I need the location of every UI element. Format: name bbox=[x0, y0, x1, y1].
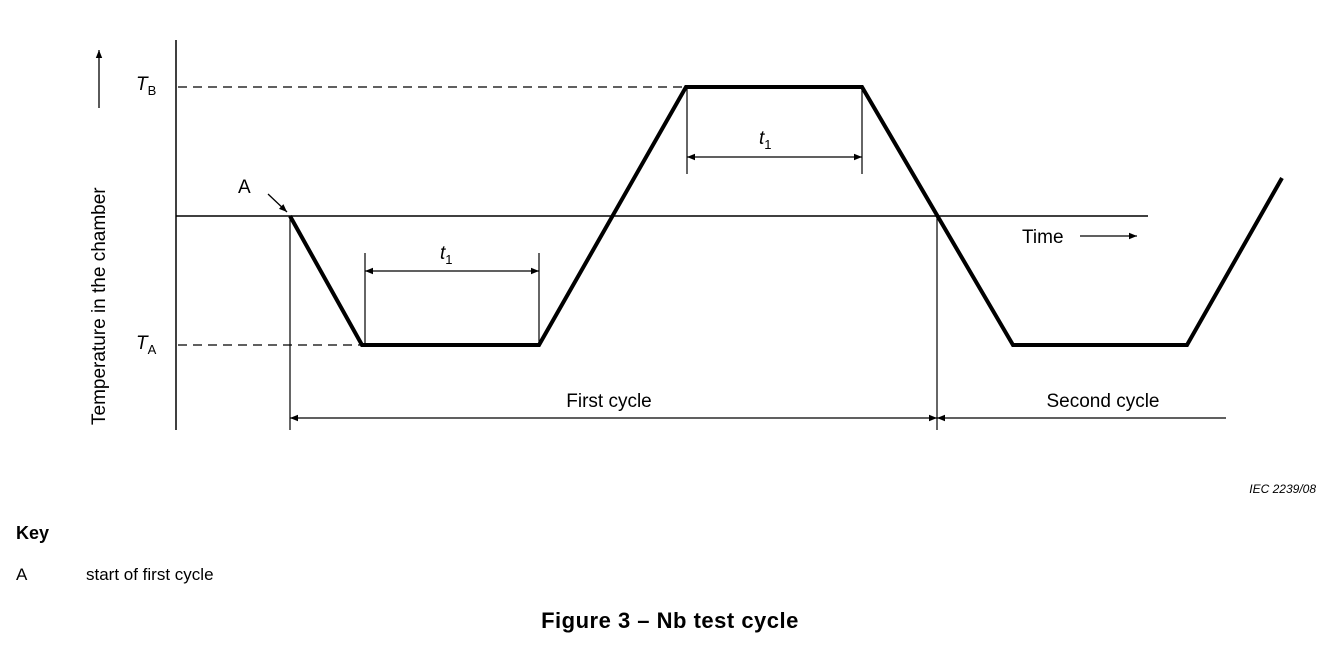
point-a-arrow bbox=[267, 193, 288, 213]
iec-reference: IEC 2239/08 bbox=[1249, 482, 1316, 496]
high-temperature-label: TB bbox=[136, 74, 156, 98]
second-cycle-label: Second cycle bbox=[1046, 391, 1159, 412]
first-cycle-label: First cycle bbox=[566, 391, 652, 412]
high-dwell-label: t1 bbox=[759, 128, 772, 152]
key-item-letter: A bbox=[16, 565, 28, 584]
figure-caption: Figure 3 – Nb test cycle bbox=[541, 608, 799, 633]
key-title: Key bbox=[16, 523, 50, 543]
y-axis-label: Temperature in the chamber bbox=[89, 187, 110, 425]
time-axis-label: Time bbox=[1022, 227, 1064, 248]
low-temperature-label: TA bbox=[136, 333, 157, 357]
temperature-profile bbox=[288, 85, 1284, 347]
test-cycle-diagram: A t1 t1 First cycle Second cycle TB TA T… bbox=[89, 40, 1316, 496]
low-dwell-label: t1 bbox=[440, 243, 453, 267]
key-item-description: start of first cycle bbox=[86, 565, 214, 584]
point-a-label: A bbox=[238, 177, 251, 198]
